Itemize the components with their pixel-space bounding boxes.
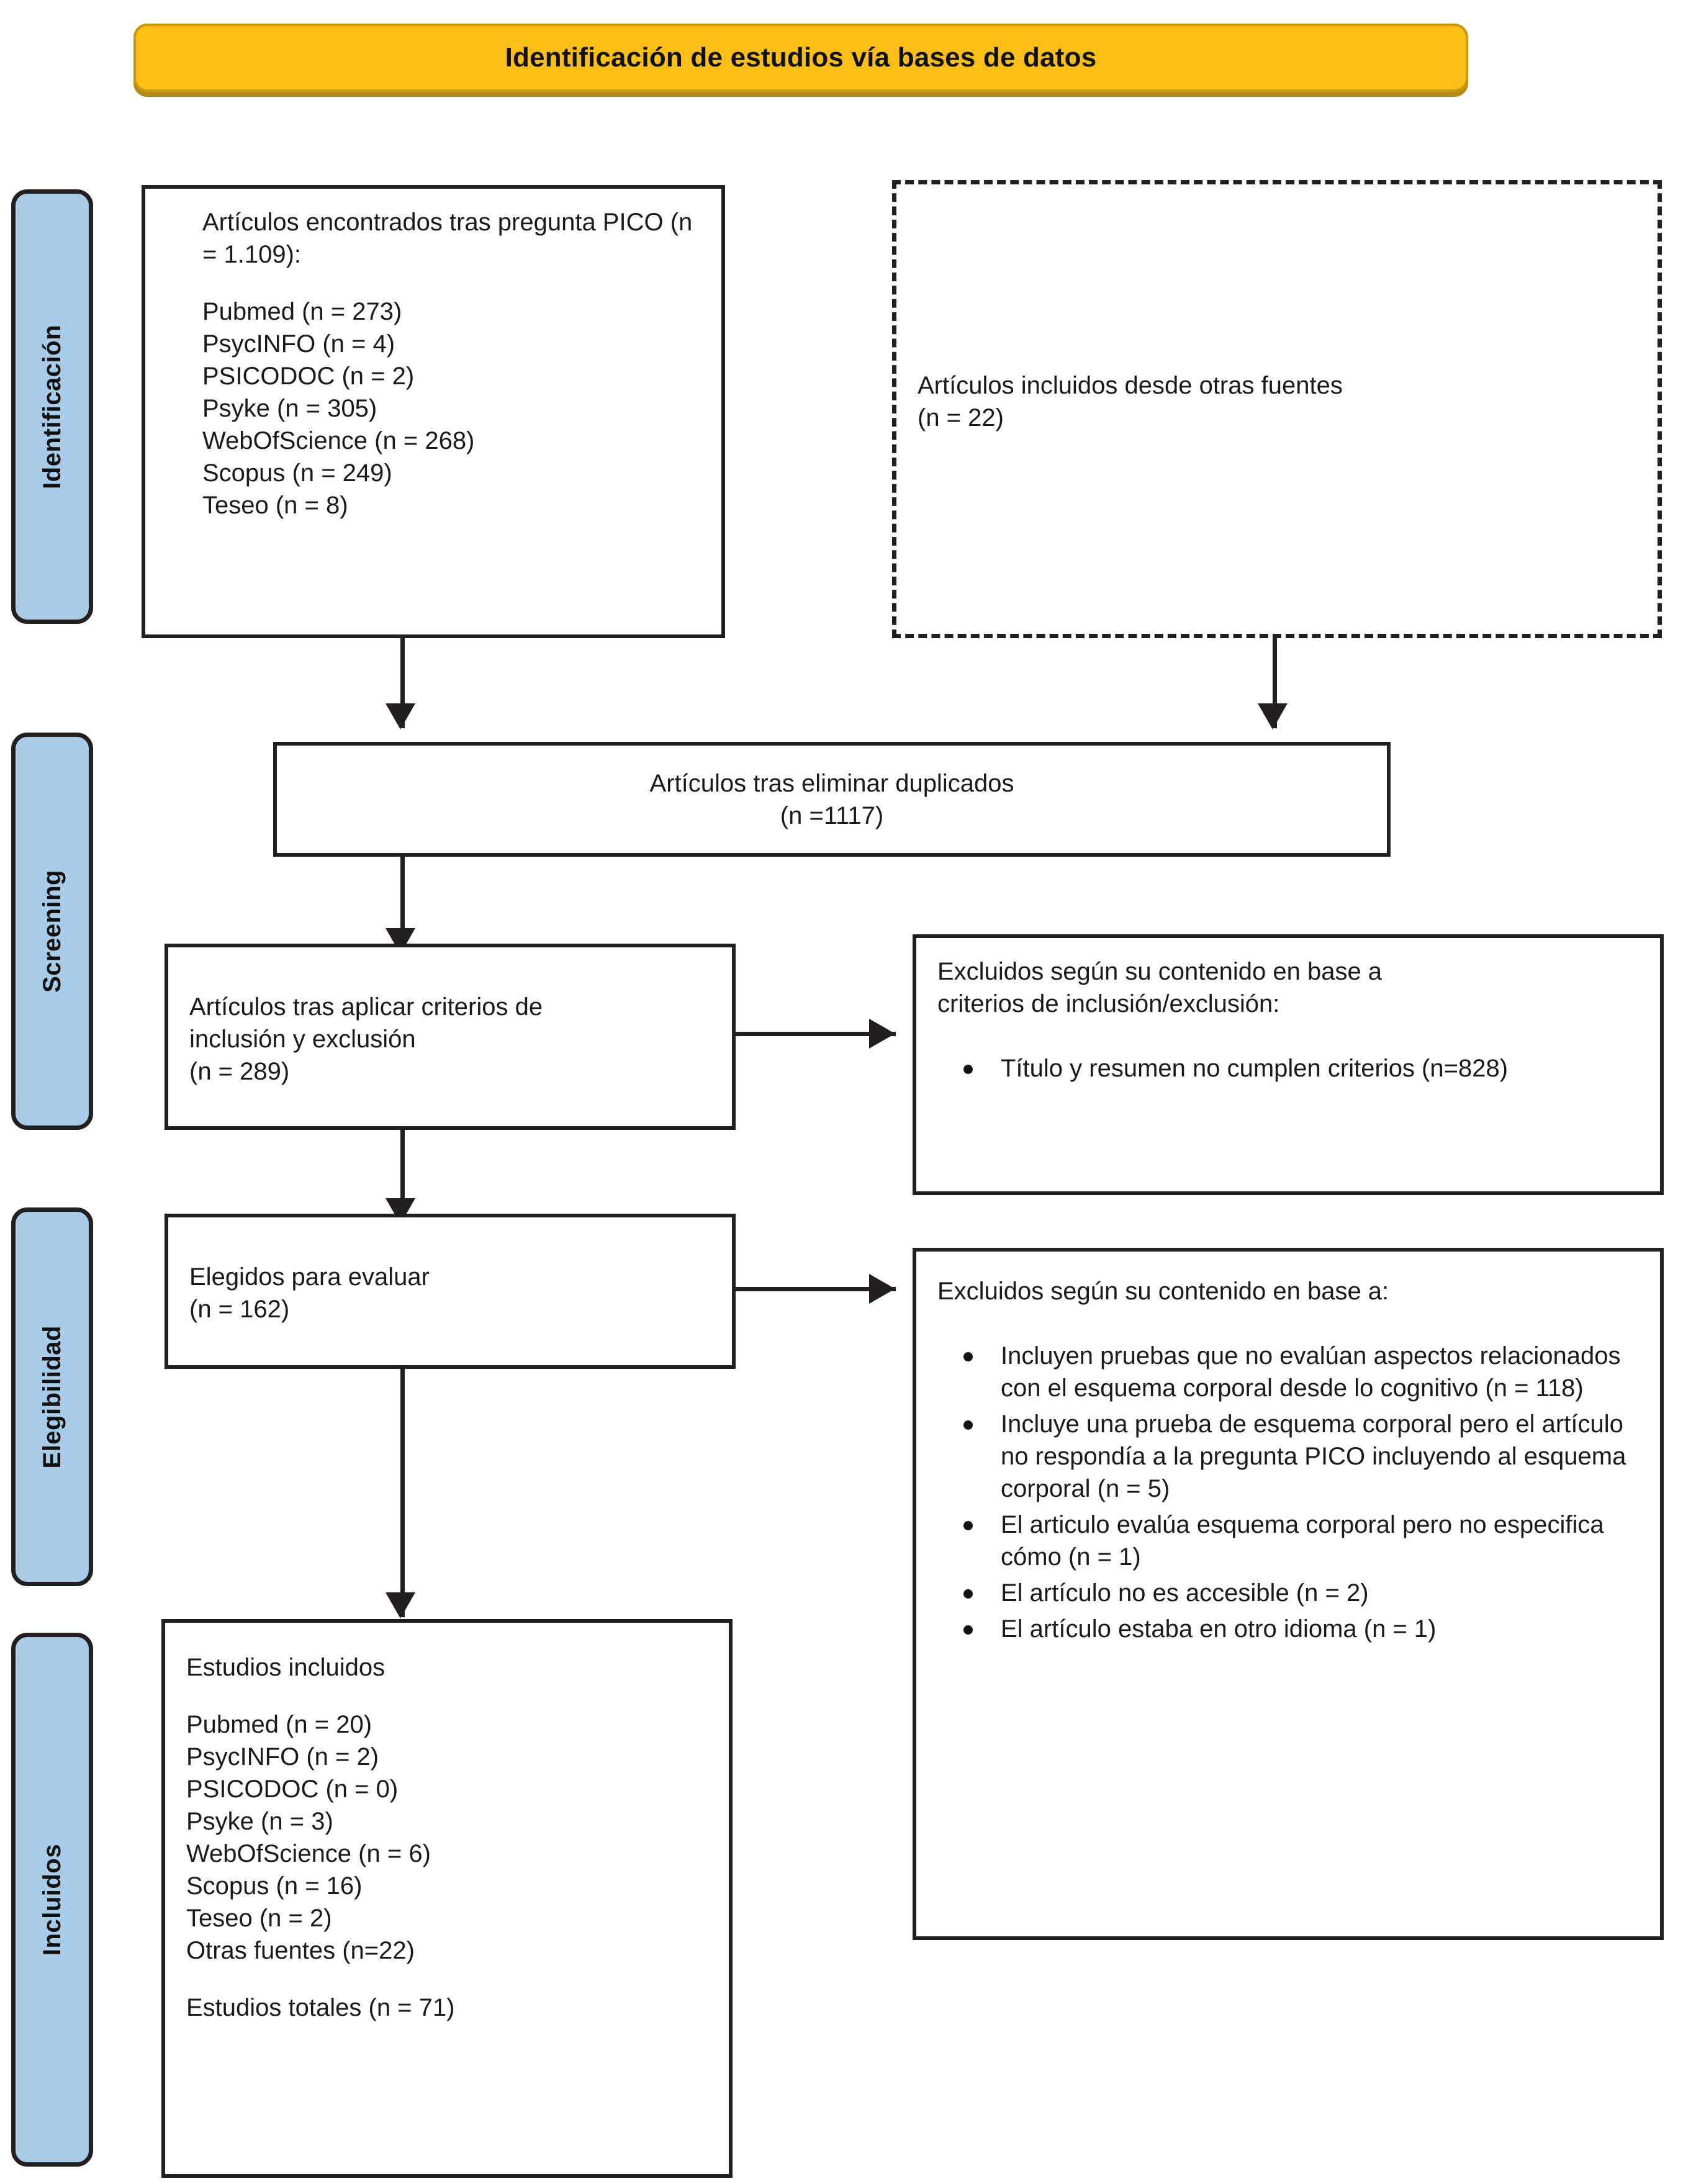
connector-criteria-to-eligible bbox=[400, 1130, 405, 1223]
included-count-webofscience: WebOfScience (n = 6) bbox=[186, 1840, 431, 1867]
connector-eligible-to-excluded bbox=[736, 1287, 896, 1291]
connector-othersources-to-duplicates bbox=[1273, 638, 1277, 728]
included-count-otras-fuentes: Otras fuentes (n=22) bbox=[186, 1937, 415, 1964]
source-count-psicodoc: PSICODOC (n = 2) bbox=[202, 363, 415, 390]
source-count-webofscience: WebOfScience (n = 268) bbox=[202, 427, 475, 454]
excluded-eligibility-bullet-list: Incluyen pruebas que no evalúan aspectos… bbox=[937, 1340, 1639, 1645]
box-after-criteria: Artículos tras aplicar criterios de incl… bbox=[165, 944, 736, 1130]
source-count-psyke: Psyke (n = 305) bbox=[202, 395, 377, 422]
connector-records-to-duplicates bbox=[400, 638, 405, 728]
stage-label-identificacion: Identificación bbox=[38, 324, 66, 489]
connector-eligible-to-included bbox=[400, 1369, 405, 1617]
box-included-studies: Estudios incluidos Pubmed (n = 20) PsycI… bbox=[161, 1619, 733, 2178]
box-excluded-screening: Excluidos según su contenido en base a c… bbox=[913, 934, 1664, 1195]
list-item: Incluye una prueba de esquema corporal p… bbox=[937, 1408, 1639, 1505]
stage-rail-screening: Screening bbox=[11, 733, 93, 1130]
eligible-line1: Elegidos para evaluar bbox=[189, 1263, 430, 1291]
list-item: El articulo evalúa esquema corporal pero… bbox=[937, 1509, 1639, 1573]
stage-label-elegibilidad: Elegibilidad bbox=[38, 1325, 66, 1469]
stage-label-incluidos: Incluidos bbox=[38, 1843, 66, 1956]
included-count-psicodoc: PSICODOC (n = 0) bbox=[186, 1776, 399, 1803]
box-other-sources: Artículos incluidos desde otras fuentes … bbox=[892, 180, 1662, 638]
list-item: El artículo estaba en otro idioma (n = 1… bbox=[937, 1613, 1639, 1645]
stage-rail-identificacion: Identificación bbox=[11, 189, 93, 624]
excluded-screening-line2: criterios de inclusión/exclusión: bbox=[937, 990, 1280, 1018]
arrowhead-eligible-to-excluded bbox=[869, 1274, 895, 1304]
stage-label-screening: Screening bbox=[38, 870, 66, 993]
after-criteria-line3: (n = 289) bbox=[189, 1058, 290, 1085]
box-duplicates-removed: Artículos tras eliminar duplicados (n =1… bbox=[273, 742, 1391, 857]
excluded-eligibility-line1: Excluidos según su contenido en base a: bbox=[937, 1278, 1389, 1305]
box-records-found: Artículos encontrados tras pregunta PICO… bbox=[142, 185, 725, 638]
excluded-screening-bullet-list: Título y resumen no cumplen criterios (n… bbox=[937, 1052, 1639, 1085]
arrowhead-othersources-to-duplicates bbox=[1258, 703, 1288, 729]
after-criteria-line2: inclusión y exclusión bbox=[189, 1026, 416, 1053]
stage-rail-incluidos: Incluidos bbox=[11, 1633, 93, 2167]
eligible-line2: (n = 162) bbox=[189, 1296, 290, 1323]
list-item: El artículo no es accesible (n = 2) bbox=[937, 1577, 1639, 1609]
connector-criteria-to-excluded bbox=[736, 1032, 896, 1036]
diagram-banner: Identificación de estudios vía bases de … bbox=[133, 24, 1468, 92]
source-count-psycinfo: PsycINFO (n = 4) bbox=[202, 330, 395, 358]
other-sources-line1: Artículos incluidos desde otras fuentes bbox=[918, 372, 1343, 399]
records-found-heading: Artículos encontrados tras pregunta PICO… bbox=[202, 209, 693, 268]
list-item: Incluyen pruebas que no evalúan aspectos… bbox=[937, 1340, 1639, 1404]
arrowhead-criteria-to-excluded bbox=[869, 1019, 895, 1049]
arrowhead-eligible-to-included bbox=[386, 1592, 415, 1618]
source-count-scopus: Scopus (n = 249) bbox=[202, 459, 392, 487]
source-count-pubmed: Pubmed (n = 273) bbox=[202, 298, 402, 325]
source-count-teseo: Teseo (n = 8) bbox=[202, 492, 348, 519]
included-count-psycinfo: PsycINFO (n = 2) bbox=[186, 1743, 379, 1771]
box-excluded-eligibility: Excluidos según su contenido en base a: … bbox=[913, 1248, 1664, 1940]
included-heading: Estudios incluidos bbox=[186, 1654, 386, 1681]
included-total: Estudios totales (n = 71) bbox=[186, 1994, 455, 2021]
duplicates-removed-line2: (n =1117) bbox=[780, 801, 884, 829]
included-count-psyke: Psyke (n = 3) bbox=[186, 1808, 333, 1835]
duplicates-removed-line1: Artículos tras eliminar duplicados bbox=[649, 769, 1014, 797]
arrowhead-records-to-duplicates bbox=[386, 703, 415, 729]
excluded-screening-line1: Excluidos según su contenido en base a bbox=[937, 958, 1383, 985]
list-item: Título y resumen no cumplen criterios (n… bbox=[937, 1052, 1639, 1085]
included-count-teseo: Teseo (n = 2) bbox=[186, 1905, 332, 1932]
banner-title: Identificación de estudios vía bases de … bbox=[505, 42, 1097, 73]
stage-rail-elegibilidad: Elegibilidad bbox=[11, 1207, 93, 1586]
after-criteria-line1: Artículos tras aplicar criterios de bbox=[189, 993, 543, 1021]
connector-duplicates-to-criteria bbox=[400, 857, 405, 953]
included-count-scopus: Scopus (n = 16) bbox=[186, 1872, 363, 1900]
other-sources-line2: (n = 22) bbox=[918, 404, 1004, 431]
box-eligible: Elegidos para evaluar (n = 162) bbox=[165, 1214, 736, 1369]
included-count-pubmed: Pubmed (n = 20) bbox=[186, 1711, 372, 1738]
